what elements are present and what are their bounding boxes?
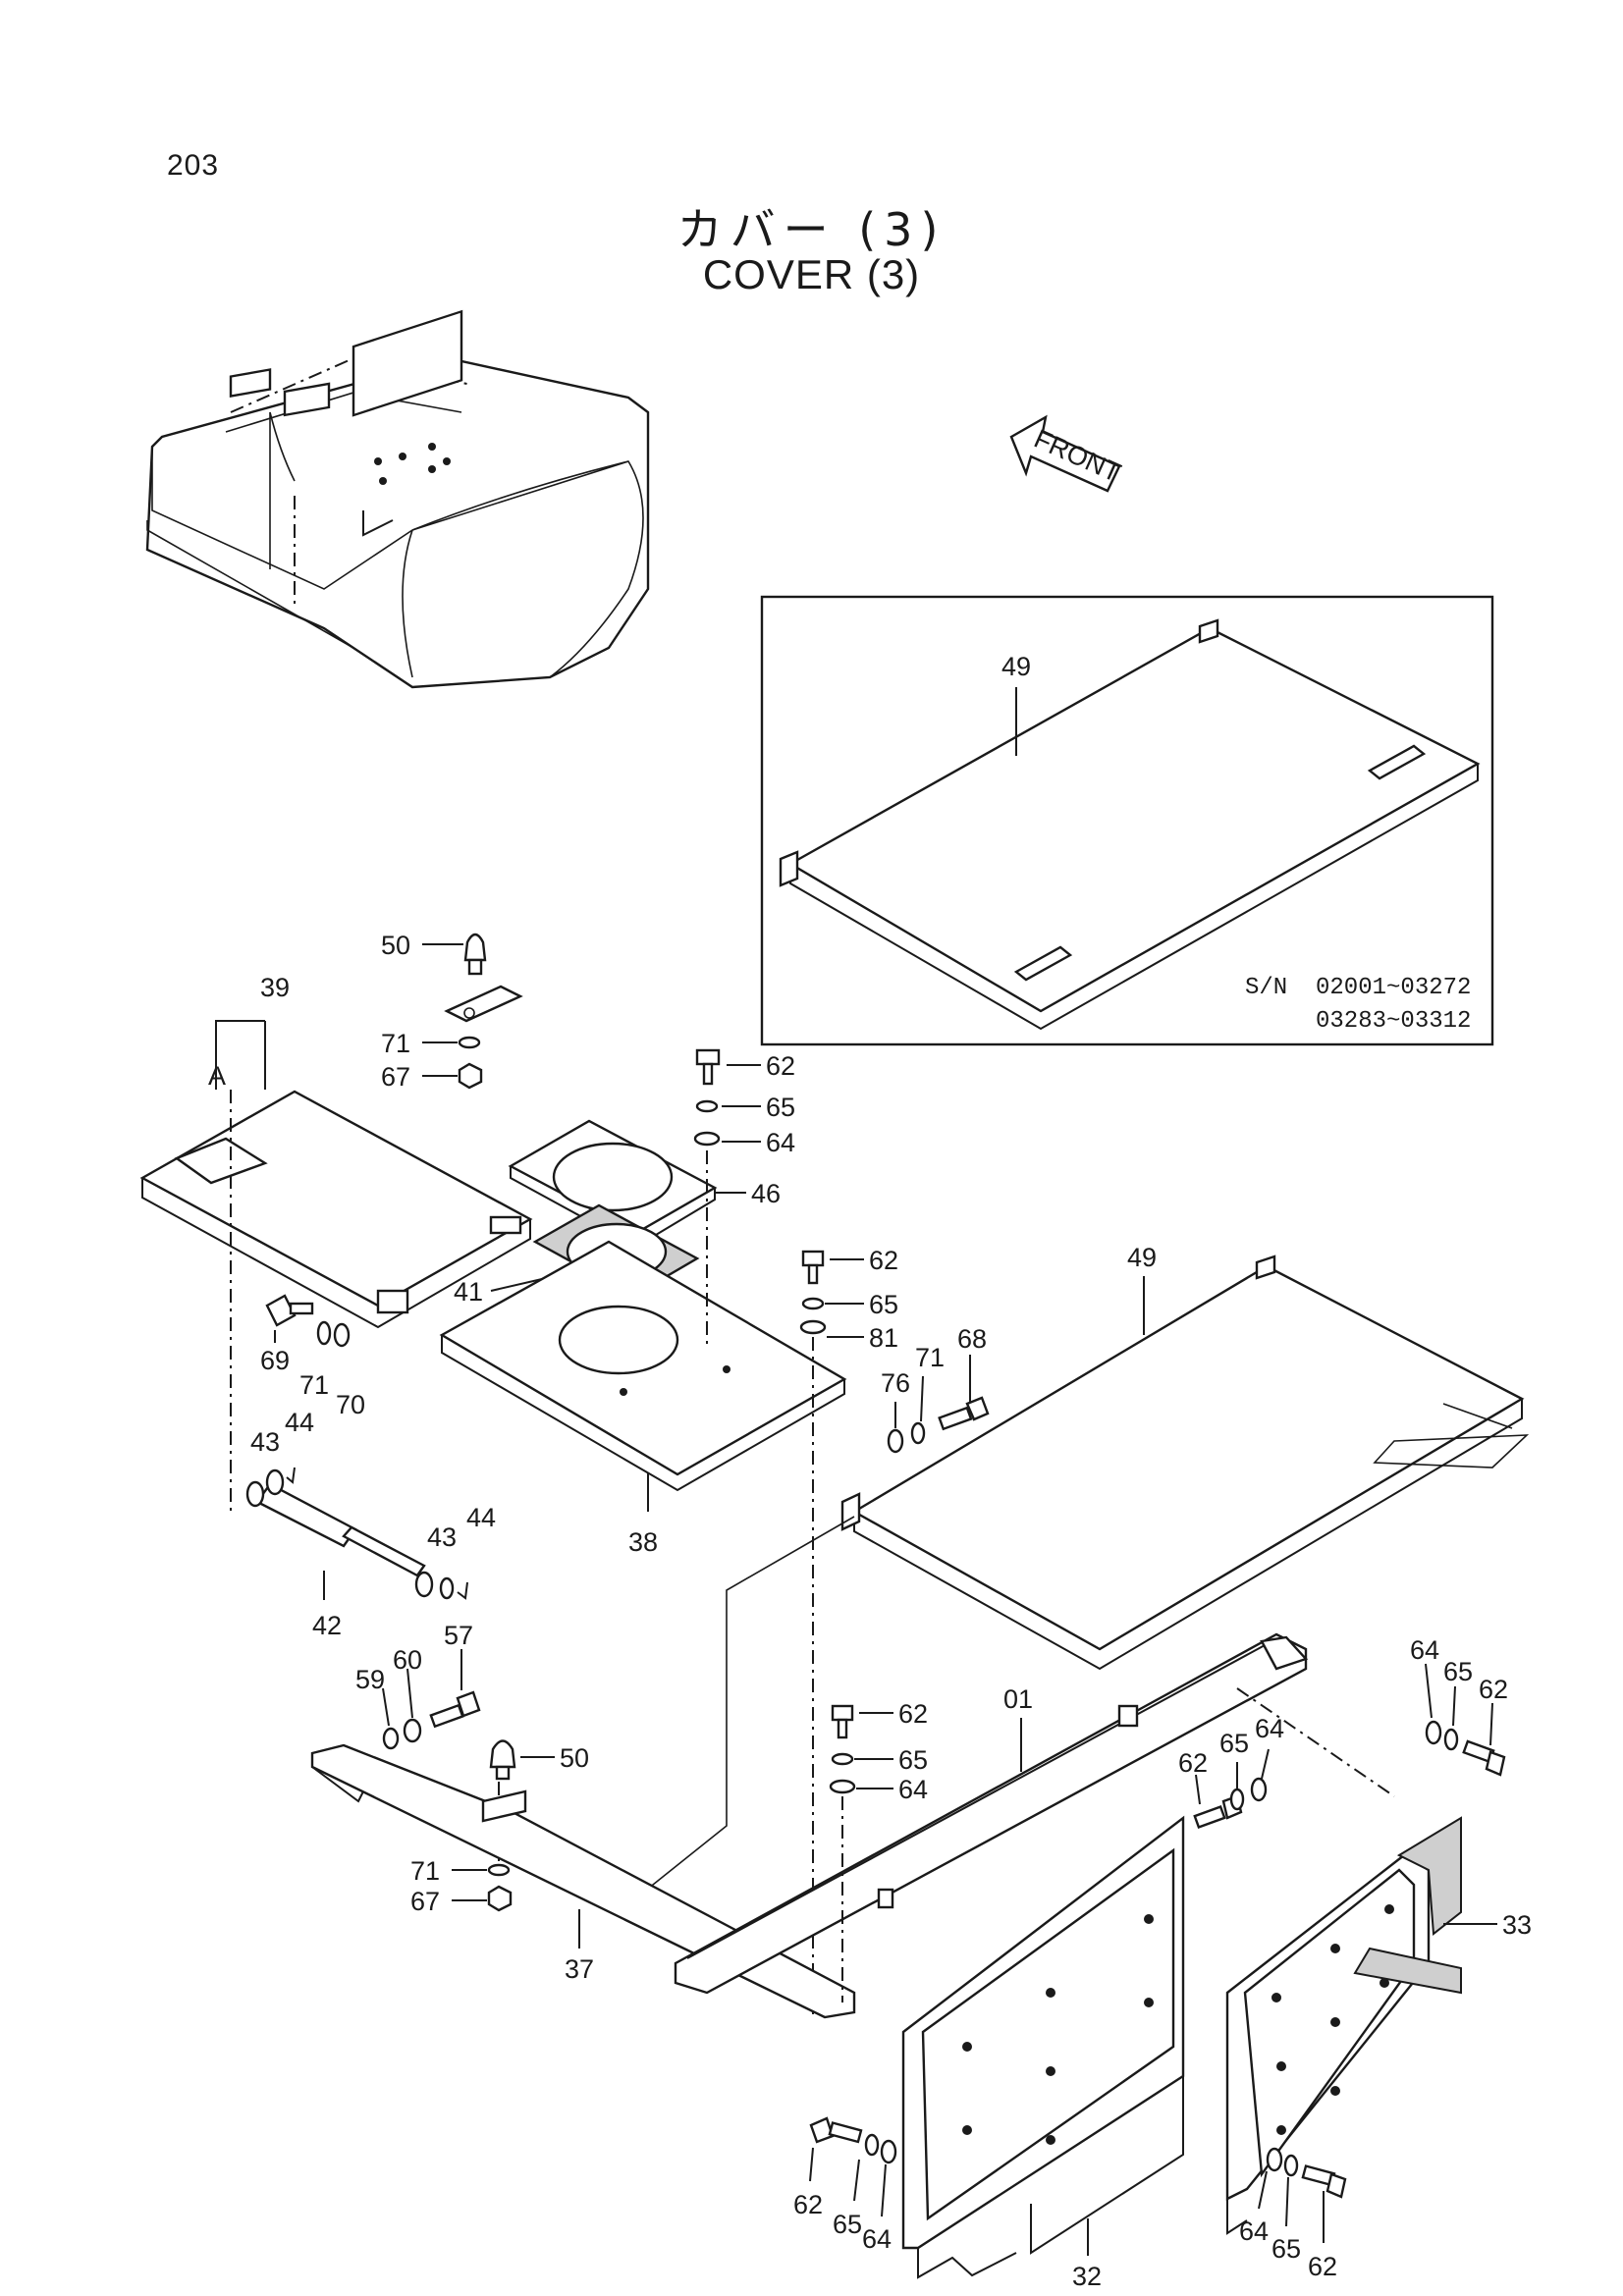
fastener-stack-upper-left: 50 71 67	[381, 931, 523, 1092]
fastener-stack-right-middle: 76 71 68	[881, 1324, 990, 1454]
part-frame-37: 37	[310, 1743, 856, 2019]
callout-64-c: 64	[898, 1775, 928, 1804]
page-number: 203	[167, 149, 220, 182]
fastener-stack-bottom-right: 64 65 62	[1239, 2147, 1347, 2281]
callout-50-lower: 50	[560, 1743, 589, 1773]
callout-65-f: 65	[833, 2210, 862, 2239]
callout-64-e: 64	[1255, 1714, 1284, 1743]
fastener-stack-center-lower: 62 65 64	[829, 1699, 928, 2002]
fastener-stack-upper-right: 64 65 62 62 65 64	[1178, 1635, 1508, 1829]
callout-64-d: 64	[1410, 1635, 1439, 1665]
serial-prefix: S/N	[1245, 975, 1287, 1001]
callout-65-a: 65	[766, 1093, 795, 1122]
callout-69: 69	[260, 1346, 290, 1375]
fastener-stack-lower-left: 59 60 57	[355, 1621, 481, 1750]
callout-65-b: 65	[869, 1290, 898, 1319]
part-cover-49: 49	[627, 1243, 1530, 1905]
callout-64-g: 64	[1239, 2216, 1269, 2246]
part-panel-32: 32	[901, 1815, 1185, 2291]
callout-67-lower: 67	[410, 1887, 440, 1916]
page-title-english: COVER (3)	[702, 251, 921, 297]
callout-62-b: 62	[869, 1246, 898, 1275]
callout-49-inset: 49	[1001, 652, 1031, 681]
serial-inset-box: 49 S/N 02001~03272 03283~03312	[760, 595, 1494, 1046]
callout-37: 37	[565, 1954, 594, 1984]
callout-65-c: 65	[898, 1745, 928, 1775]
page-title-japanese: カバー (3)	[676, 203, 947, 256]
callout-64-f: 64	[862, 2224, 892, 2254]
callout-33: 33	[1502, 1910, 1532, 1940]
front-direction-arrow: FRONT	[1009, 414, 1125, 493]
callout-70: 70	[336, 1390, 365, 1419]
callout-65-g: 65	[1271, 2234, 1301, 2264]
fastener-stack-center-top: 62 65 64	[693, 1048, 795, 1350]
callout-81: 81	[869, 1323, 898, 1353]
callout-38: 38	[628, 1527, 658, 1557]
fastener-stack-lower-center: 50 71 67	[410, 1739, 589, 1916]
part-frame-01: 01	[674, 1632, 1395, 1995]
callout-42: 42	[312, 1611, 342, 1640]
callout-60: 60	[393, 1645, 422, 1675]
callout-62-c: 62	[898, 1699, 928, 1729]
callout-76: 76	[881, 1368, 910, 1398]
callout-65-e: 65	[1219, 1729, 1249, 1758]
callout-62-f: 62	[793, 2190, 823, 2219]
machine-overview-illustration	[145, 309, 650, 689]
callout-44-right: 44	[466, 1503, 496, 1532]
serial-range-2: 03283~03312	[1316, 1008, 1471, 1035]
fastener-stack-bottom-left: 62 65 64	[793, 2116, 897, 2254]
callout-71-right: 71	[915, 1343, 945, 1372]
part-cover-39: 39 A	[139, 973, 533, 1329]
callout-41: 41	[454, 1277, 483, 1307]
callout-59: 59	[355, 1665, 385, 1694]
callout-68: 68	[957, 1324, 987, 1354]
fastener-stack-center-middle: 62 65 81	[799, 1246, 898, 2017]
callout-50-upper: 50	[381, 931, 410, 960]
callout-43-right: 43	[427, 1522, 457, 1552]
callout-71-lower: 71	[410, 1856, 440, 1886]
callout-49-main: 49	[1127, 1243, 1157, 1272]
callout-44-left: 44	[285, 1408, 314, 1437]
callout-46: 46	[751, 1179, 781, 1208]
callout-32: 32	[1072, 2262, 1102, 2291]
callout-57: 57	[444, 1621, 473, 1650]
callout-39: 39	[260, 973, 290, 1002]
callout-43-left: 43	[250, 1427, 280, 1457]
callout-A: A	[208, 1061, 226, 1091]
callout-65-d: 65	[1443, 1657, 1473, 1686]
callout-67-upper: 67	[381, 1062, 410, 1092]
serial-range-1: 02001~03272	[1316, 975, 1471, 1001]
part-plate-46: 46	[508, 1119, 781, 1249]
callout-62-g: 62	[1308, 2252, 1337, 2281]
callout-62-a: 62	[766, 1051, 795, 1081]
callout-62-e: 62	[1178, 1748, 1208, 1778]
part-plate-38: 38	[439, 1240, 847, 1557]
callout-01: 01	[1003, 1684, 1033, 1714]
callout-62-d: 62	[1479, 1675, 1508, 1704]
part-panel-33: 33	[1225, 1816, 1532, 2235]
callout-64-a: 64	[766, 1128, 795, 1157]
fastener-stack-left-middle: 69 71 70	[260, 1294, 365, 1419]
part-gas-strut-42: 43 44 43 44 42	[230, 1090, 496, 1640]
callout-71-upper: 71	[381, 1029, 410, 1058]
callout-71-middle: 71	[299, 1370, 329, 1400]
